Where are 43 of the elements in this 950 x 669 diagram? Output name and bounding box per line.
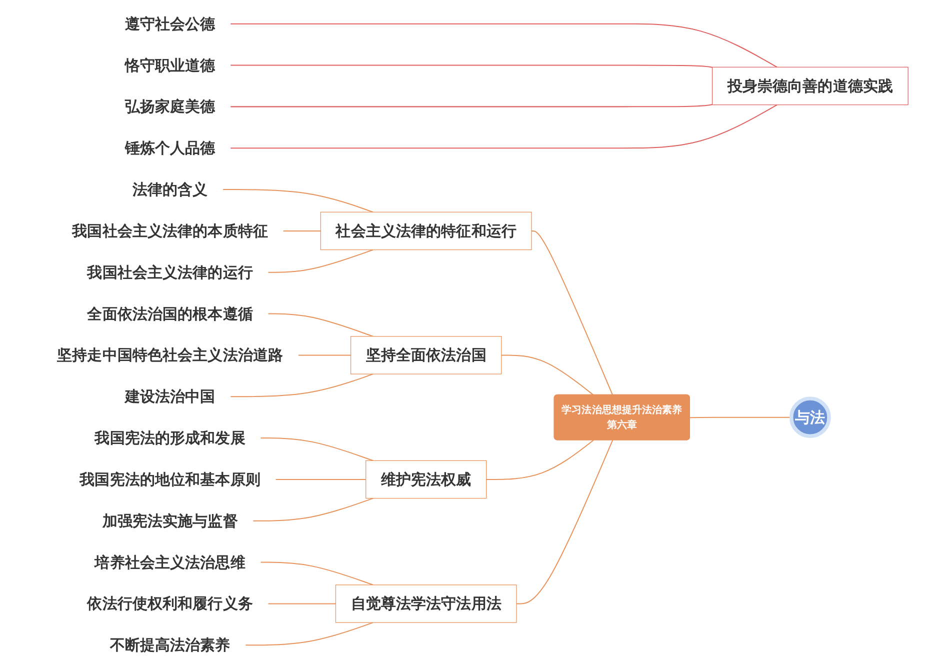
node-text: 恪守职业道德 bbox=[124, 56, 216, 74]
connector bbox=[268, 313, 374, 337]
node-box: 社会主义法律的特征和运行 bbox=[320, 212, 532, 250]
connector bbox=[252, 498, 374, 522]
connector bbox=[282, 230, 321, 232]
connector bbox=[230, 64, 712, 68]
connector bbox=[486, 440, 594, 480]
node-text: 我国宪法的地位和基本原则 bbox=[80, 470, 260, 488]
node-text: 弘扬家庭美德 bbox=[124, 98, 216, 116]
node-text: 不断提高法治素养 bbox=[110, 636, 230, 654]
connector bbox=[260, 562, 374, 586]
connector bbox=[531, 230, 614, 396]
node-text: 遵守社会公德 bbox=[124, 15, 216, 33]
node-text: 我国社会主义法律的运行 bbox=[87, 264, 253, 282]
node-text: 依法行使权利和履行义务 bbox=[87, 594, 253, 613]
connector bbox=[230, 104, 778, 149]
node-text: 法律的含义 bbox=[132, 180, 208, 198]
node-text: 坚持走中国特色社会主义法治道路 bbox=[57, 346, 283, 364]
node-box: 坚持全面依法治国 bbox=[350, 336, 502, 374]
connector bbox=[690, 416, 792, 418]
node-text: 我国宪法的形成和发展 bbox=[94, 429, 246, 447]
connector bbox=[298, 354, 351, 356]
node-box: 自觉尊法学法守法用法 bbox=[335, 584, 517, 623]
node-text: 我国社会主义法律的本质特征 bbox=[72, 222, 268, 240]
connector bbox=[230, 104, 712, 108]
node-text: 锤炼个人品德 bbox=[124, 139, 216, 157]
node-circle: 与法 bbox=[789, 396, 831, 438]
connector bbox=[516, 440, 614, 604]
node-text: 全面依法治国的根本遵循 bbox=[87, 304, 253, 323]
connector bbox=[222, 189, 374, 213]
connector bbox=[275, 478, 366, 480]
connector bbox=[501, 354, 594, 396]
connector bbox=[268, 603, 336, 604]
node-box: 维护宪法权威 bbox=[366, 460, 487, 499]
node-text: 培养社会主义法治思维 bbox=[94, 554, 246, 572]
connector bbox=[230, 23, 778, 68]
node-text: 加强宪法实施与监督 bbox=[102, 512, 238, 530]
node-box: 投身崇德向善的道德实践 bbox=[712, 66, 908, 106]
connector bbox=[245, 622, 374, 646]
connector bbox=[230, 374, 374, 398]
node-text: 建设法治中国 bbox=[124, 388, 216, 406]
connector bbox=[260, 438, 374, 462]
connector bbox=[268, 249, 374, 273]
